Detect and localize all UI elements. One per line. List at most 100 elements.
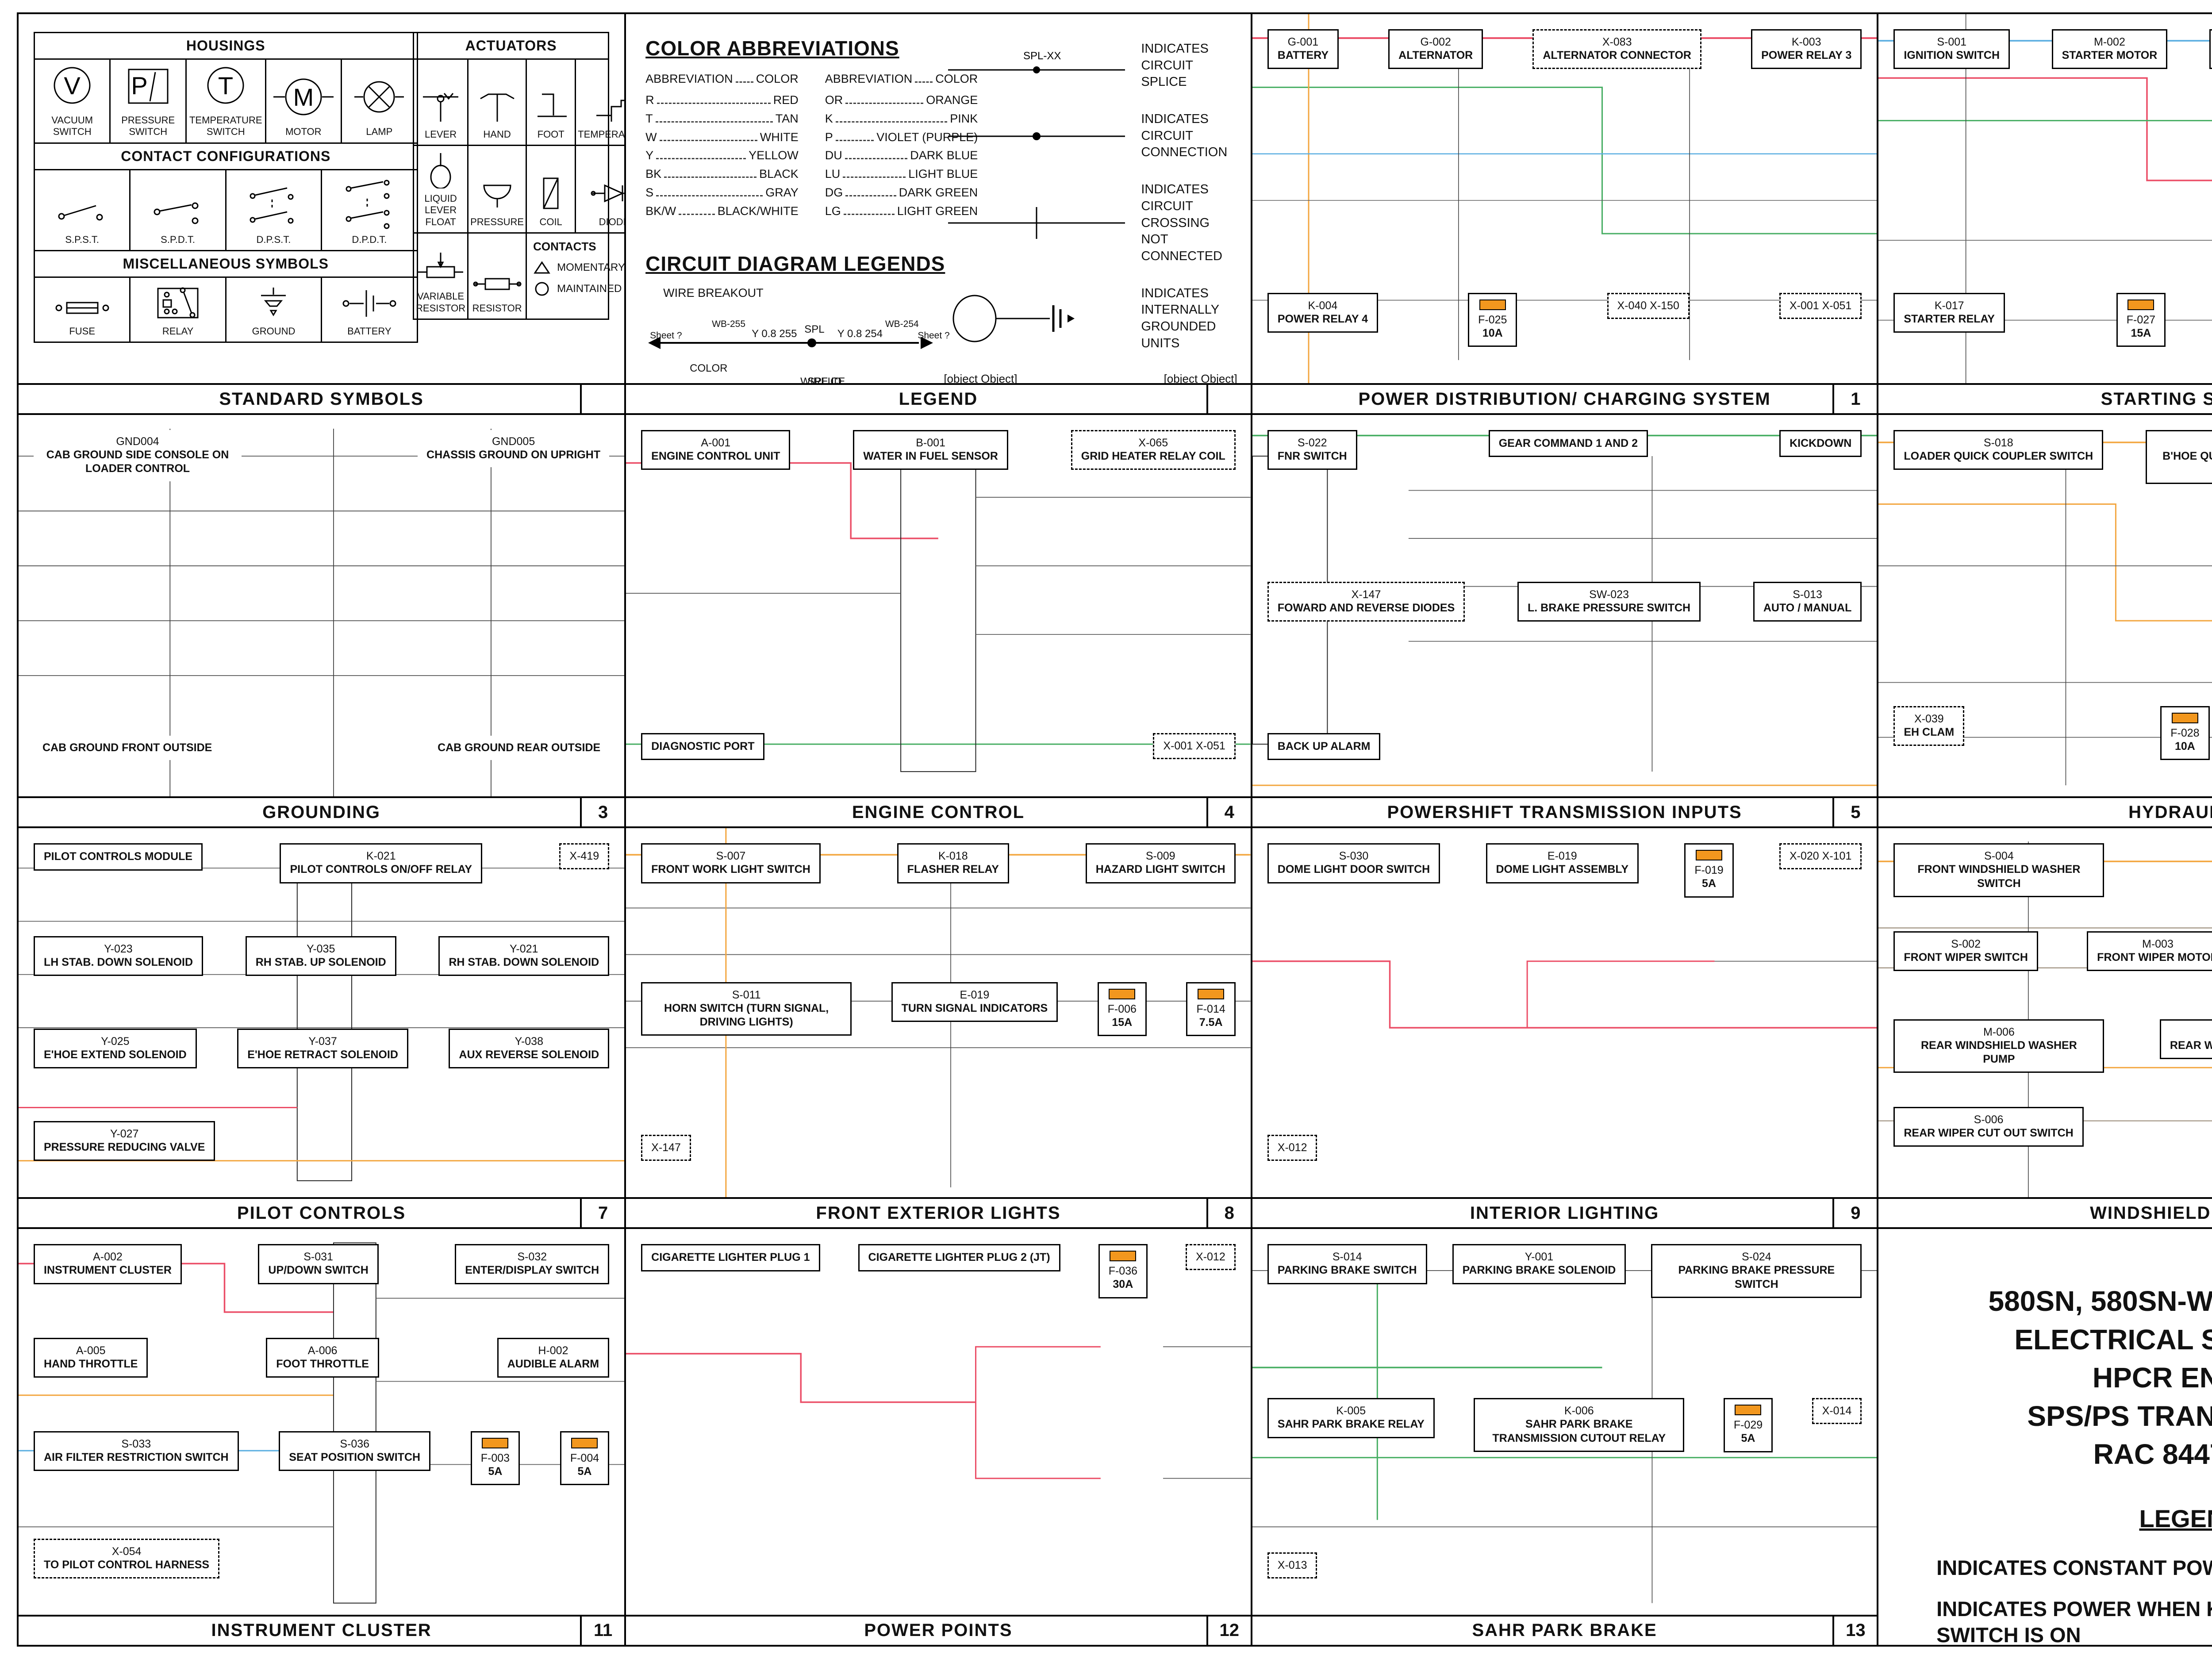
actuator-variable-resistor: VARIABLE RESISTOR [414, 232, 469, 319]
sheet-number: 12 [1206, 1616, 1251, 1645]
motor-icon: M [273, 78, 334, 115]
connection-line-icon [948, 132, 1125, 140]
wire-art [1252, 415, 1877, 826]
coil-icon [543, 177, 559, 209]
legend-title: LEGEND [2139, 1505, 2212, 1533]
indicator-grounded: INDICATES INTERNALLY GROUNDED UNITS [944, 285, 1237, 352]
symbol-spdt: S.P.D.T. [131, 170, 227, 250]
legend-indicators: SPL-XX INDICATES CIRCUIT SPLICE INDICATE… [944, 41, 1237, 413]
symbols-table: HOUSINGS V VACUUM SWITCH P PRESSURE SWIT… [34, 32, 418, 343]
drawing-title: 580SN, 580SN-WT AND 590SN ELECTRICAL SCH… [1988, 1285, 2212, 1471]
legend-row: INDICATES POWER WHEN KEY SWITCH IS ON [1936, 1597, 2212, 1647]
indicator-connection: INDICATES CIRCUIT CONNECTION [944, 111, 1237, 161]
battery-icon [342, 290, 396, 317]
actuator-lever: LEVER [414, 60, 469, 145]
svg-text:P: P [131, 72, 147, 100]
svg-text:V: V [64, 72, 81, 100]
svg-text:M: M [293, 83, 314, 111]
wire-art [1252, 1229, 1877, 1645]
diode-icon [591, 184, 625, 203]
temperature-icon [596, 100, 625, 122]
sheet-number: 4 [1206, 798, 1251, 827]
dpst-icon [250, 187, 294, 224]
symbol-dpst: D.P.S.T. [227, 170, 323, 250]
resistor-icon [473, 278, 522, 290]
left-arrowhead [648, 336, 661, 349]
sheet-number: 3 [580, 798, 624, 827]
actuator-diode: DIODE [576, 145, 625, 232]
liquid-lever-float-icon [430, 153, 451, 188]
wire-art [626, 1229, 1251, 1645]
wire-art [1252, 14, 1877, 413]
grounded-unit-icon [952, 295, 1075, 342]
circuit-diagram-legends: CIRCUIT DIAGRAM LEGENDS WIRE BREAKOUT WB… [645, 252, 950, 413]
sheet-number-box [1206, 385, 1251, 414]
spst-icon [58, 205, 103, 221]
symbol-lamp: LAMP [342, 60, 416, 142]
contacts-header: CONTACT CONFIGURATIONS [35, 142, 417, 170]
sheet-number: 13 [1832, 1616, 1877, 1645]
sheet-number-box [580, 385, 624, 414]
wire-art [1878, 14, 2212, 413]
wire-art [626, 828, 1251, 1227]
pressure-icon [483, 184, 511, 207]
title-block: 580SN, 580SN-WT AND 590SN ELECTRICAL SCH… [1878, 1229, 2212, 1645]
wire-art [1878, 828, 2212, 1227]
actuator-coil: COIL [527, 145, 576, 233]
wire-art [1252, 828, 1877, 1227]
legend-row: INDICATES CONSTANT POWER [1936, 1556, 2212, 1580]
maintained-icon [535, 282, 549, 296]
lever-icon [423, 92, 459, 122]
actuator-liquid-lever-float: LIQUID LEVER FLOAT [414, 145, 469, 233]
title-bar-sheet-10: WINDSHIELD WIPERS10 [1878, 1197, 2212, 1228]
wire-art [1878, 415, 2212, 826]
panel-title-block: 580SN, 580SN-WT AND 590SN ELECTRICAL SCH… [1877, 1227, 2212, 1647]
legend-rows: INDICATES CONSTANT POWER INDICATES POWER… [1936, 1555, 2212, 1647]
variable-resistor-icon [418, 253, 464, 278]
actuator-contacts-block: CONTACTS MOMENTARY MAINTAINED [527, 232, 625, 319]
wire-art [19, 1229, 624, 1645]
housings-row: V VACUUM SWITCH P PRESSURE SWITCH T TEMP… [35, 60, 417, 142]
symbol-relay: RELAY [131, 278, 227, 342]
spdt-icon [154, 202, 199, 224]
temperature-switch-icon: T [207, 67, 244, 104]
right-arrowhead [920, 336, 933, 349]
symbol-vacuum-switch: V VACUUM SWITCH [35, 60, 111, 142]
actuators-header: ACTUATORS [414, 33, 608, 60]
indicator-crossing: INDICATES CIRCUIT CROSSING NOT CONNECTED [944, 181, 1237, 265]
dpdt-icon [346, 180, 390, 229]
housings-header: HOUSINGS [35, 33, 417, 60]
title-bar-standard-symbols: STANDARD SYMBOLS [19, 383, 625, 414]
wire-art [19, 828, 624, 1227]
pressure-switch-icon: P [128, 69, 169, 104]
relay-icon [157, 287, 199, 319]
actuator-resistor: RESISTOR [469, 232, 527, 319]
crossing-line-icon [948, 207, 1125, 239]
wire-art [19, 415, 624, 826]
